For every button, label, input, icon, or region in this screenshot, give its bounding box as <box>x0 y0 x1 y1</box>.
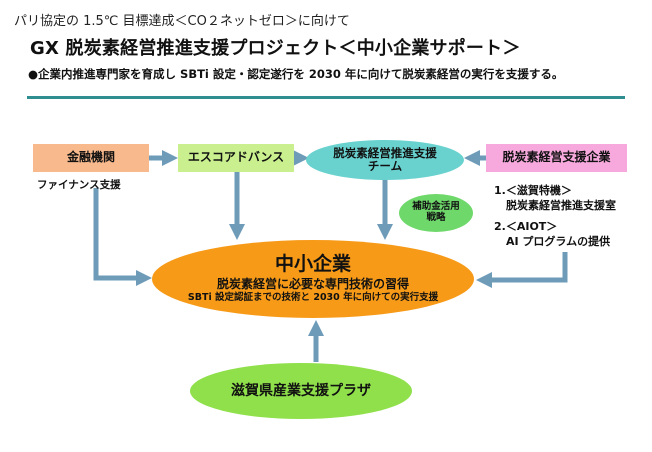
enterprise-list-item2-heading: 2.＜AIOT＞ <box>494 219 558 233</box>
shiga-industry-support-plaza-ellipse: 滋賀県産業支援プラザ <box>190 363 412 419</box>
team-label-line1: 脱炭素経営推進支援 <box>333 145 437 160</box>
enterprise-list-item1-detail: 脱炭素経営推進支援室 <box>506 198 616 212</box>
arrow-finance-to-sme <box>93 188 152 286</box>
sme-ellipse: 中小企業 脱炭素経営に必要な専門技術の習得 SBTi 設定認証までの技術と 20… <box>152 240 474 318</box>
enterprise-list-item2-detail: AI プログラムの提供 <box>506 234 611 248</box>
page-title: GX 脱炭素経営推進支援プロジェクト＜中小企業サポート＞ <box>30 38 521 59</box>
sme-description-line1: 脱炭素経営に必要な専門技術の習得 <box>216 276 409 291</box>
finance-institution-box: 金融機関 <box>33 144 149 172</box>
arrow-enterprise-to-sme <box>476 252 568 289</box>
decarbonization-support-team-ellipse: 脱炭素経営推進支援 チーム <box>306 140 464 180</box>
sme-description-line2: SBTi 設定認証までの技術と 2030 年に向けての実行支援 <box>187 292 439 304</box>
page-subtitle: ●企業内推進専門家を育成し SBTi 設定・認定遂行を 2030 年に向けて脱炭… <box>28 67 564 81</box>
subsidy-strategy-ellipse: 補助金活用 戦略 <box>399 194 473 232</box>
enterprise-list: 1.＜滋賀特機＞ 脱炭素経営推進支援室 2.＜AIOT＞ AI プログラムの提供 <box>494 184 616 249</box>
header-kicker: パリ協定の 1.5℃ 目標達成＜CO２ネットゼロ＞に向けて <box>14 14 350 29</box>
team-label-line2: チーム <box>367 159 403 173</box>
subsidy-label-line2: 戦略 <box>426 212 446 223</box>
enterprise-list-item1-heading: 1.＜滋賀特機＞ <box>494 184 572 197</box>
esco-advance-box: エスコアドバンス <box>178 144 294 172</box>
finance-support-label: ファイナンス支援 <box>37 179 121 191</box>
subsidy-label-line1: 補助金活用 <box>412 201 460 213</box>
support-enterprise-box: 脱炭素経営支援企業 <box>486 144 627 172</box>
sme-title: 中小企業 <box>274 252 351 275</box>
header-divider <box>27 96 625 99</box>
